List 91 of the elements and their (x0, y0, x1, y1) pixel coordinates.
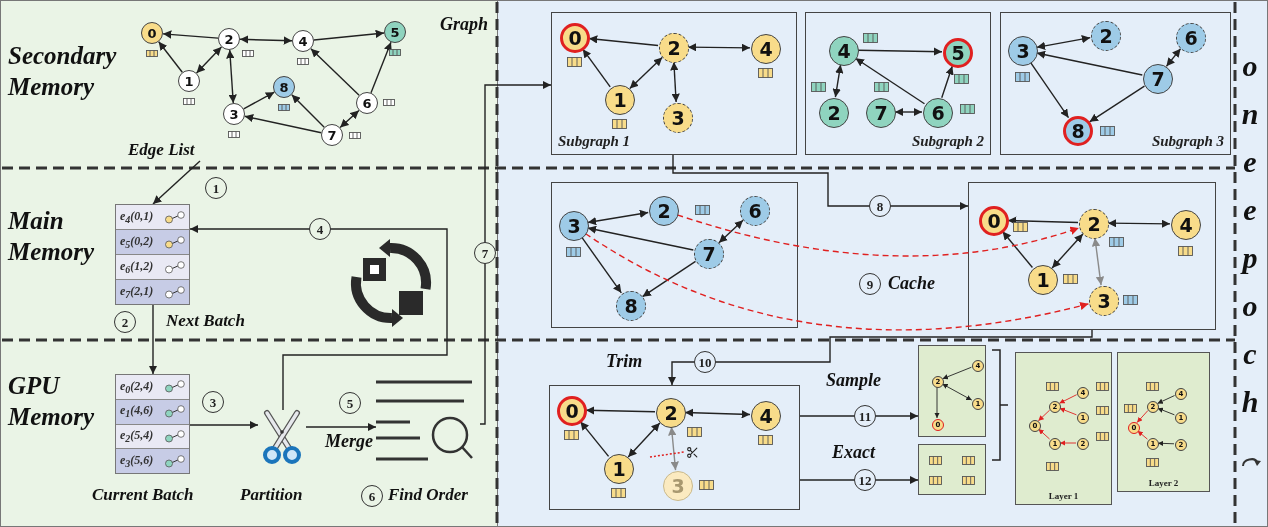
arrow (687, 43, 751, 52)
subgraph-panel (551, 12, 797, 155)
memory-tier-title: Secondary Memory (8, 41, 118, 103)
step-label: Exact (832, 442, 875, 463)
sample-panel (918, 345, 986, 437)
arrow (189, 420, 259, 430)
arrow (158, 41, 183, 73)
edge-batch-table (115, 374, 190, 474)
arrow (799, 475, 919, 485)
arrow (582, 48, 611, 88)
arrow (1088, 85, 1146, 123)
subgraph-label: Subgraph 1 (558, 133, 631, 150)
arrow (670, 61, 680, 103)
edge-entry: e$_{1}$(4,6) (120, 403, 154, 420)
arrow (148, 304, 158, 375)
arrow (667, 329, 1093, 386)
arrow (291, 94, 325, 128)
graph-panel (551, 182, 798, 328)
arrow (684, 408, 751, 419)
arrow (1107, 219, 1171, 228)
layer-label: Layer 1 (1048, 491, 1079, 501)
arrow (1036, 35, 1091, 50)
arrow (239, 35, 293, 45)
step-label: Graph (440, 14, 488, 35)
arrow (1091, 237, 1105, 286)
layer-panel (1117, 352, 1210, 492)
arrow (243, 91, 275, 110)
step-label: Trim (606, 351, 643, 372)
arrow (587, 225, 694, 251)
edge-batch-table (115, 204, 190, 305)
layer-label: Layer 2 (1148, 478, 1179, 488)
arrow (584, 232, 1090, 331)
arrow (627, 422, 661, 458)
arrow (305, 422, 377, 432)
node-label: Partition (240, 485, 303, 505)
step-label: Merge (325, 431, 373, 452)
epoch-label: one epoch (1239, 48, 1260, 420)
arrow (479, 80, 552, 425)
arrow (585, 406, 656, 415)
arrow (313, 29, 385, 41)
arrow (195, 46, 223, 74)
arrow (1029, 61, 1070, 119)
edge-entry: e$_{3}$(5,6) (120, 452, 154, 470)
edge-list-label: Edge List (128, 140, 212, 161)
step-label: Sample (826, 370, 881, 391)
arrow (718, 219, 744, 244)
arrow (832, 64, 844, 98)
arrow (799, 411, 919, 421)
node-label: Find Order (388, 485, 468, 505)
subgraph-panel (1000, 12, 1231, 155)
arrow (588, 35, 659, 47)
arrow (1036, 50, 1143, 76)
arrow (1165, 48, 1182, 67)
arrow (310, 47, 360, 97)
arrow (894, 107, 923, 117)
memory-tier-title: Main Memory (8, 206, 96, 268)
edge-entry: e$_{0}$(2,4) (120, 378, 154, 396)
layer-panel (1015, 352, 1112, 505)
arrow (857, 47, 943, 56)
arrow (339, 109, 360, 129)
memory-tier-title: GPU Memory (8, 371, 96, 433)
arrow (641, 260, 697, 298)
node-label: Next Batch (166, 311, 245, 331)
arrow (941, 65, 954, 99)
arrow (676, 214, 1080, 257)
edge-entry: e$_{5}$(0,2) (120, 233, 154, 251)
arrow (1007, 216, 1079, 225)
subgraph-label: Subgraph 3 (1151, 133, 1224, 150)
arrow (162, 30, 219, 39)
arrow (370, 41, 392, 94)
arrow (587, 209, 649, 226)
edge-entry: e$_{6}$(1,2) (120, 258, 154, 276)
arrow (672, 154, 969, 211)
arrow (668, 426, 679, 471)
arrow (152, 160, 201, 205)
arrow (854, 57, 926, 105)
edge-entry: e$_{4}$(0,1) (120, 208, 154, 226)
arrow (941, 383, 973, 401)
step-label: Cache (888, 273, 935, 294)
node-label: Current Batch (92, 485, 194, 505)
arrow (189, 224, 448, 411)
arrow (1001, 230, 1034, 269)
arrow (226, 49, 237, 104)
arrow (1051, 233, 1084, 269)
arrow (579, 420, 610, 458)
edge-entry: e$_{7}$(2,1) (120, 283, 154, 301)
arrow (629, 56, 663, 90)
arrow (244, 113, 322, 134)
edge-entry: e$_{2}$(5,4) (120, 428, 154, 445)
subgraph-label: Subgraph 2 (911, 133, 984, 150)
arrow (581, 236, 622, 294)
